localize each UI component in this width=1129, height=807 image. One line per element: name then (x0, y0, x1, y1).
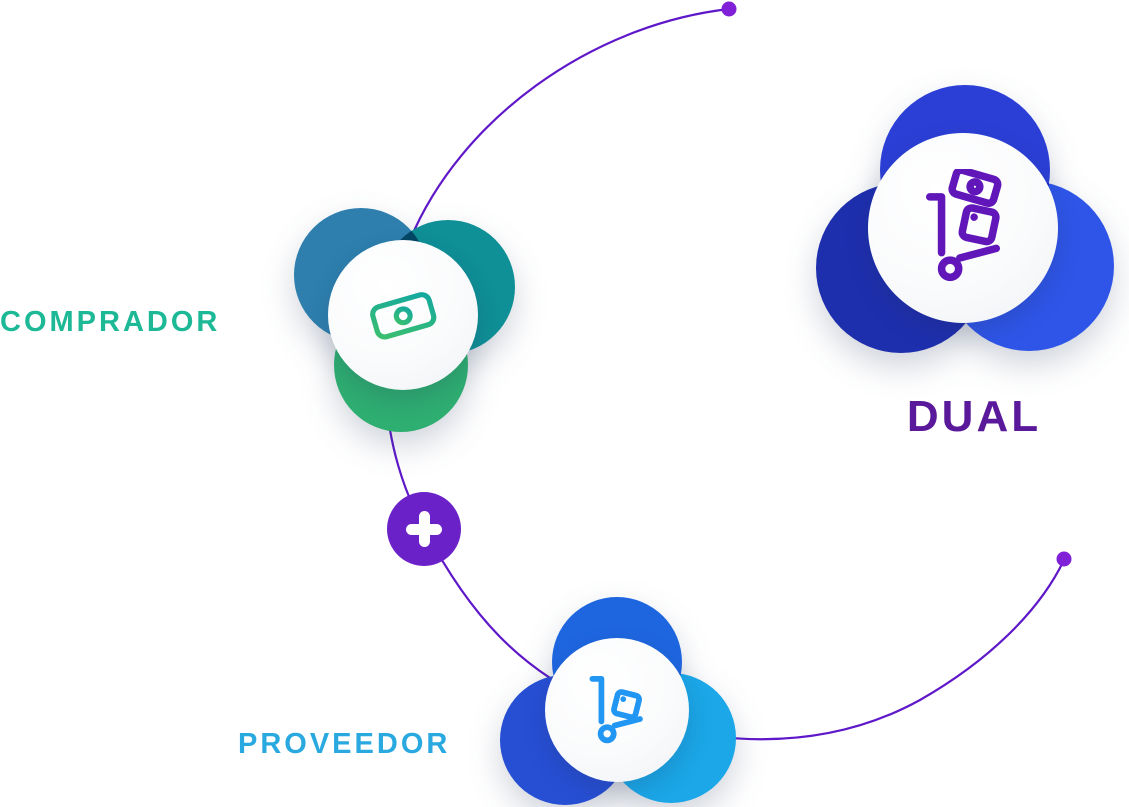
plus-bar (418, 511, 430, 547)
node-core (545, 638, 689, 782)
dual-label: DUAL (906, 392, 1042, 441)
node-dual (813, 78, 1114, 378)
arc-start-dot (721, 1, 737, 17)
arc-end-dot (1056, 551, 1072, 567)
banknote-icon (370, 292, 437, 340)
handtruck-banknote-icon (925, 169, 1002, 282)
handtruck-icon (589, 675, 643, 744)
node-comprador (288, 200, 518, 432)
plus-icon (387, 492, 461, 566)
node-core (868, 133, 1058, 323)
comprador-label: COMPRADOR (0, 306, 221, 338)
node-proveedor (497, 590, 737, 807)
proveedor-label: PROVEEDOR (238, 728, 451, 760)
node-core (328, 240, 478, 390)
